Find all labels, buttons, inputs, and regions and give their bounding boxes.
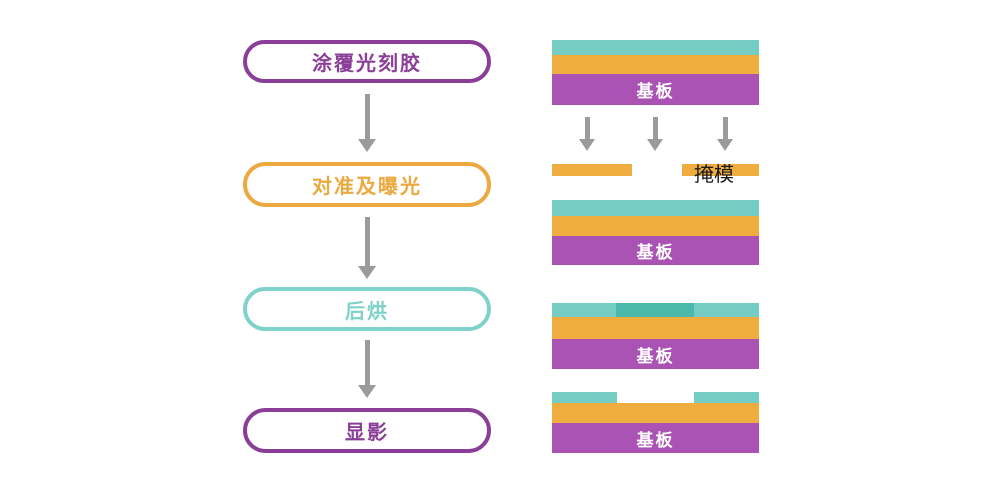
flow-step-post-bake: 后烘 [243, 287, 491, 331]
arrow-stem [364, 217, 370, 266]
substrate-layer: 基板 [552, 423, 759, 453]
photoresist-segment-right [694, 392, 759, 403]
arrow-stem [722, 117, 728, 139]
film-layer [552, 317, 759, 339]
flow-step-label: 涂覆光刻胶 [312, 53, 422, 75]
photoresist-layer [552, 40, 759, 55]
substrate-label: 基板 [636, 430, 675, 450]
substrate-label: 基板 [636, 346, 675, 366]
stack-coated-wafer: 基板 [552, 40, 759, 105]
photoresist-layer [552, 303, 759, 317]
arrow-stem [364, 340, 370, 385]
mask-bar-right [682, 164, 759, 176]
down-arrow-icon [358, 94, 376, 152]
mask-bar-left [552, 164, 632, 176]
exposed-photoresist-region [616, 303, 694, 317]
film-layer [552, 403, 759, 423]
photoresist-layer [552, 200, 759, 216]
patterned-photoresist-layer [552, 392, 759, 403]
arrow-head [579, 139, 595, 151]
developed-gap [617, 392, 694, 403]
mask-label: 掩模 [694, 164, 734, 186]
arrow-head [717, 139, 733, 151]
stack-after-exposure: 基板 [552, 200, 759, 265]
stack-after-post-bake: 基板 [552, 303, 759, 369]
arrow-stem [364, 94, 370, 139]
flow-step-label: 对准及曝光 [312, 176, 422, 198]
substrate-layer: 基板 [552, 74, 759, 105]
arrow-head [358, 139, 376, 152]
flow-step-coat-photoresist: 涂覆光刻胶 [243, 40, 491, 83]
arrow-stem [584, 117, 590, 139]
down-arrow-icon [358, 217, 376, 279]
substrate-layer: 基板 [552, 339, 759, 369]
photoresist-segment-left [552, 392, 617, 403]
film-layer [552, 55, 759, 74]
substrate-label: 基板 [636, 243, 675, 262]
substrate-layer: 基板 [552, 236, 759, 265]
film-layer [552, 216, 759, 236]
arrow-head [358, 266, 376, 279]
flow-step-label: 后烘 [345, 300, 389, 323]
arrow-stem [652, 117, 658, 139]
substrate-label: 基板 [636, 82, 675, 101]
flow-step-develop: 显影 [243, 408, 491, 453]
arrow-head [358, 385, 376, 398]
uv-exposure-arrow-icon [717, 117, 733, 151]
uv-exposure-arrow-icon [579, 117, 595, 151]
flow-step-align-expose: 对准及曝光 [243, 162, 491, 207]
uv-exposure-arrow-icon [647, 117, 663, 151]
flow-step-label: 显影 [345, 422, 389, 444]
arrow-head [647, 139, 663, 151]
stack-after-develop: 基板 [552, 392, 759, 453]
down-arrow-icon [358, 340, 376, 398]
